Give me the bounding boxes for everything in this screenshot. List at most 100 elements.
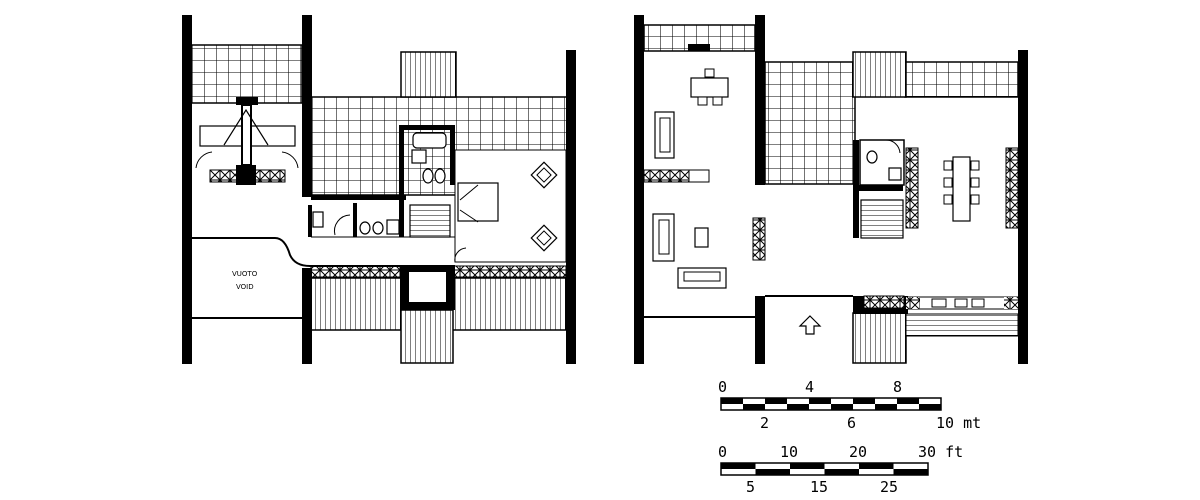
void-label-it: VUOTO bbox=[232, 270, 258, 278]
wall bbox=[634, 15, 644, 364]
wall bbox=[402, 125, 455, 130]
scale-bar-imperial: 0 10 20 30 ft 5 15 25 bbox=[718, 443, 963, 496]
upper-floor-plan: VUOTO VOID bbox=[182, 15, 576, 364]
wall bbox=[853, 185, 903, 191]
scale-bar-segment bbox=[831, 404, 853, 410]
counter-band bbox=[905, 313, 1019, 337]
armchair-icon bbox=[530, 224, 558, 252]
terrace-tiles bbox=[190, 44, 303, 104]
xbox-band bbox=[752, 217, 766, 261]
deck-boards bbox=[451, 277, 567, 331]
scale-bar-segment bbox=[875, 404, 897, 410]
deck-boards bbox=[310, 277, 404, 331]
scale-bar-segment bbox=[809, 398, 831, 404]
xbox-band bbox=[643, 169, 690, 183]
scale-label: 0 bbox=[718, 378, 727, 396]
hanger-icon bbox=[223, 108, 269, 146]
wall bbox=[688, 44, 710, 51]
deck-boards bbox=[852, 51, 907, 98]
scale-bar-segment bbox=[790, 463, 825, 469]
sofa-icon bbox=[683, 271, 721, 282]
wall bbox=[566, 50, 576, 364]
deck-boards bbox=[400, 309, 454, 364]
door-swing-icon bbox=[281, 151, 299, 169]
chair-icon bbox=[712, 96, 723, 106]
scale-bar-segment bbox=[743, 404, 765, 410]
door-swing-icon bbox=[334, 214, 351, 236]
scale-bar-segment bbox=[765, 398, 787, 404]
scale-label: 4 bbox=[805, 378, 814, 396]
scale-label: 5 bbox=[746, 478, 755, 496]
scale-bar-segment bbox=[859, 463, 894, 469]
stair-icon bbox=[860, 199, 904, 239]
terrace-tiles bbox=[764, 61, 856, 185]
scale-label: 10 bbox=[780, 443, 798, 461]
scale-label: 6 bbox=[847, 414, 856, 432]
wardrobe-divider bbox=[236, 97, 258, 105]
scale-label: 30 ft bbox=[918, 443, 963, 461]
washbasin-icon bbox=[888, 167, 902, 181]
wall bbox=[399, 125, 404, 237]
wall bbox=[755, 296, 765, 364]
shaft-inner bbox=[409, 272, 446, 302]
door-swing-icon bbox=[454, 247, 467, 263]
wall bbox=[755, 15, 765, 185]
scale-bar-segment bbox=[853, 398, 875, 404]
sofa-icon bbox=[659, 117, 671, 153]
washbasin-icon bbox=[411, 149, 427, 164]
chair-icon bbox=[943, 177, 953, 188]
xbox-band bbox=[1004, 297, 1018, 309]
deck-boards bbox=[400, 51, 457, 98]
scale-label: 2 bbox=[760, 414, 769, 432]
stair-icon bbox=[409, 204, 451, 238]
scale-label: 25 bbox=[880, 478, 898, 496]
bed-icon bbox=[457, 182, 499, 222]
door-swing-icon bbox=[885, 139, 901, 154]
scale-bar-segment bbox=[721, 398, 743, 404]
scale-bar-metric: 0 4 8 2 6 10 mt bbox=[718, 378, 981, 432]
chair-icon bbox=[970, 160, 980, 171]
chair-icon bbox=[970, 194, 980, 205]
chair-icon bbox=[970, 177, 980, 188]
shower-icon bbox=[386, 219, 400, 235]
scale-label: 10 mt bbox=[936, 414, 981, 432]
dining-table-icon bbox=[952, 156, 971, 222]
corridor-curve bbox=[192, 237, 455, 267]
kitchen-hob-icon bbox=[954, 298, 968, 308]
scale-bar-segment bbox=[893, 469, 928, 475]
wall bbox=[302, 15, 312, 197]
scale-bar-segment bbox=[755, 469, 790, 475]
wc-icon bbox=[312, 211, 324, 228]
void-label-en: VOID bbox=[236, 283, 254, 291]
scale-bar-segment bbox=[897, 398, 919, 404]
wall bbox=[353, 203, 357, 237]
chair-icon bbox=[704, 68, 715, 78]
bed-fold bbox=[459, 184, 479, 223]
door-swing-icon bbox=[195, 151, 213, 169]
washbasin-icon bbox=[372, 221, 384, 235]
ground-floor-plan bbox=[634, 15, 1028, 364]
scale-label: 8 bbox=[893, 378, 902, 396]
sofa-icon bbox=[658, 219, 670, 255]
bathroom bbox=[859, 139, 905, 186]
entrance-arrow-icon bbox=[798, 315, 822, 335]
wc-icon bbox=[434, 168, 446, 184]
scale-bar-segment bbox=[824, 469, 859, 475]
xbox-band bbox=[1005, 147, 1019, 229]
washbasin-icon bbox=[359, 221, 371, 235]
deck-boards bbox=[852, 312, 907, 364]
wall bbox=[236, 165, 256, 185]
chair-icon bbox=[943, 194, 953, 205]
scale-bar-segment bbox=[721, 463, 756, 469]
wall bbox=[182, 15, 192, 364]
wall bbox=[302, 268, 312, 364]
xbox-band bbox=[863, 295, 905, 309]
bathtub-icon bbox=[412, 132, 447, 149]
coffee-table-icon bbox=[694, 227, 709, 248]
wc-icon bbox=[422, 168, 434, 184]
chair-icon bbox=[697, 96, 708, 106]
wall bbox=[450, 125, 455, 185]
wall bbox=[308, 205, 312, 237]
chair-icon bbox=[943, 160, 953, 171]
